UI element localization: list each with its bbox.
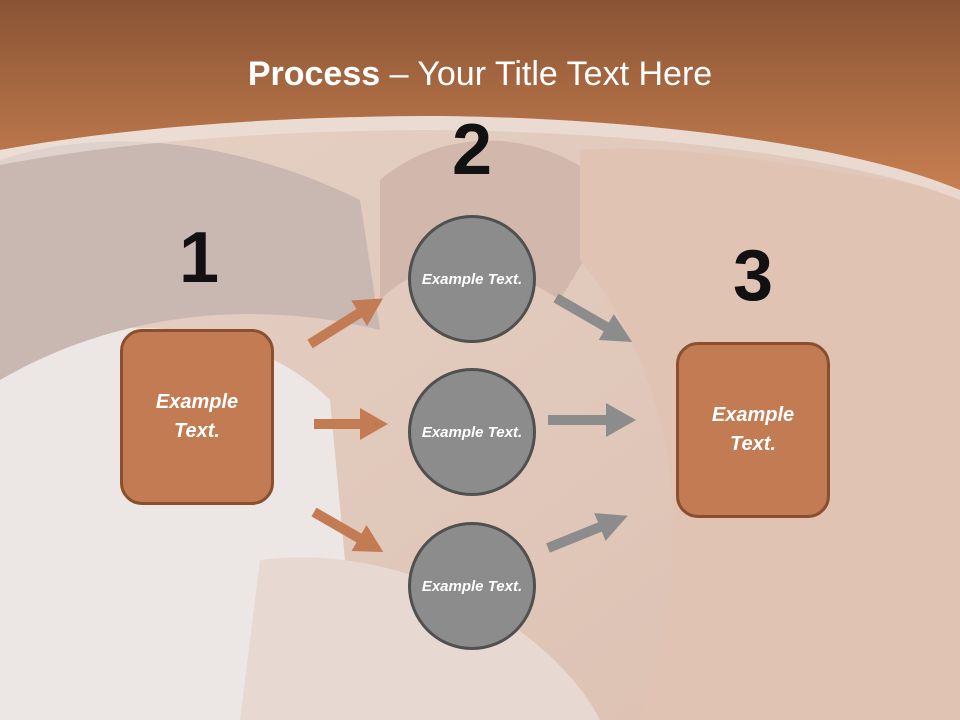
step-2-number: 2 bbox=[451, 110, 493, 190]
step-2-circle-bottom[interactable]: Example Text. bbox=[408, 522, 536, 650]
step-3-label: Example Text. bbox=[711, 404, 795, 455]
step-3-box[interactable]: Example Text. bbox=[676, 342, 830, 518]
step-1-number: 1 bbox=[178, 218, 220, 298]
step-3-number: 3 bbox=[732, 236, 774, 316]
circle-label: Example Text. bbox=[421, 270, 523, 288]
title-rest: – Your Title Text Here bbox=[380, 55, 713, 93]
header-band bbox=[0, 0, 960, 200]
step-1-box[interactable]: Example Text. bbox=[120, 329, 274, 505]
circle-label: Example Text. bbox=[421, 577, 523, 595]
slide-title: Process – Your Title Text Here bbox=[0, 52, 960, 96]
step-2-circle-top[interactable]: Example Text. bbox=[408, 215, 536, 343]
circle-label: Example Text. bbox=[421, 423, 523, 441]
step-2-circle-middle[interactable]: Example Text. bbox=[408, 368, 536, 496]
step-1-label: Example Text. bbox=[155, 391, 239, 442]
title-bold: Process bbox=[247, 55, 381, 93]
